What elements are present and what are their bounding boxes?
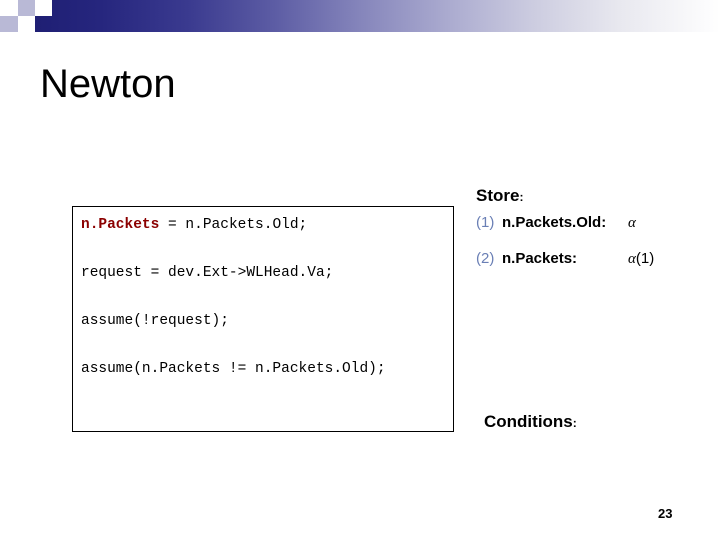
banner-square-white-2: [18, 16, 35, 32]
code-box: n.Packets = n.Packets.Old; request = dev…: [72, 206, 454, 432]
code-line-3: assume(!request);: [81, 313, 229, 329]
code-line-4: assume(n.Packets != n.Packets.Old);: [81, 361, 386, 377]
store-row-2-number: (2): [476, 250, 495, 267]
conditions-heading-colon: :: [572, 416, 577, 430]
store-row-2: (2) n.Packets: α(1): [476, 250, 654, 268]
slide-banner: [0, 0, 720, 32]
code-text-4: assume(n.Packets != n.Packets.Old);: [81, 361, 386, 377]
store-row-1: (1) n.Packets.Old: α: [476, 214, 636, 232]
store-row-2-value: α: [628, 251, 636, 267]
conditions-heading: Conditions:: [484, 412, 577, 432]
store-row-2-name: n.Packets:: [502, 250, 578, 267]
page-number: 23: [658, 506, 673, 521]
banner-square-white-3: [35, 0, 52, 16]
page-title: Newton: [40, 62, 176, 106]
banner-gradient: [0, 0, 720, 32]
banner-square-pale-1: [18, 0, 35, 16]
store-heading: Store:: [476, 186, 523, 206]
store-row-2-tag: (1): [635, 250, 655, 267]
code-text-2: request = dev.Ext->WLHead.Va;: [81, 265, 334, 281]
store-row-1-number: (1): [476, 214, 495, 231]
store-row-1-value: α: [628, 215, 636, 231]
code-text-1: = n.Packets.Old;: [159, 217, 308, 233]
conditions-heading-text: Conditions: [484, 412, 573, 431]
code-line-2: request = dev.Ext->WLHead.Va;: [81, 265, 333, 281]
code-keyword-1: n.Packets: [81, 217, 160, 233]
code-line-1: n.Packets = n.Packets.Old;: [81, 217, 307, 233]
banner-square-pale-2: [0, 16, 18, 32]
code-text-3: assume(!request);: [81, 313, 229, 329]
store-heading-text: Store: [476, 186, 520, 205]
store-heading-colon: :: [519, 190, 524, 204]
store-row-1-name: n.Packets.Old:: [502, 214, 607, 231]
banner-square-white-1: [0, 0, 18, 16]
